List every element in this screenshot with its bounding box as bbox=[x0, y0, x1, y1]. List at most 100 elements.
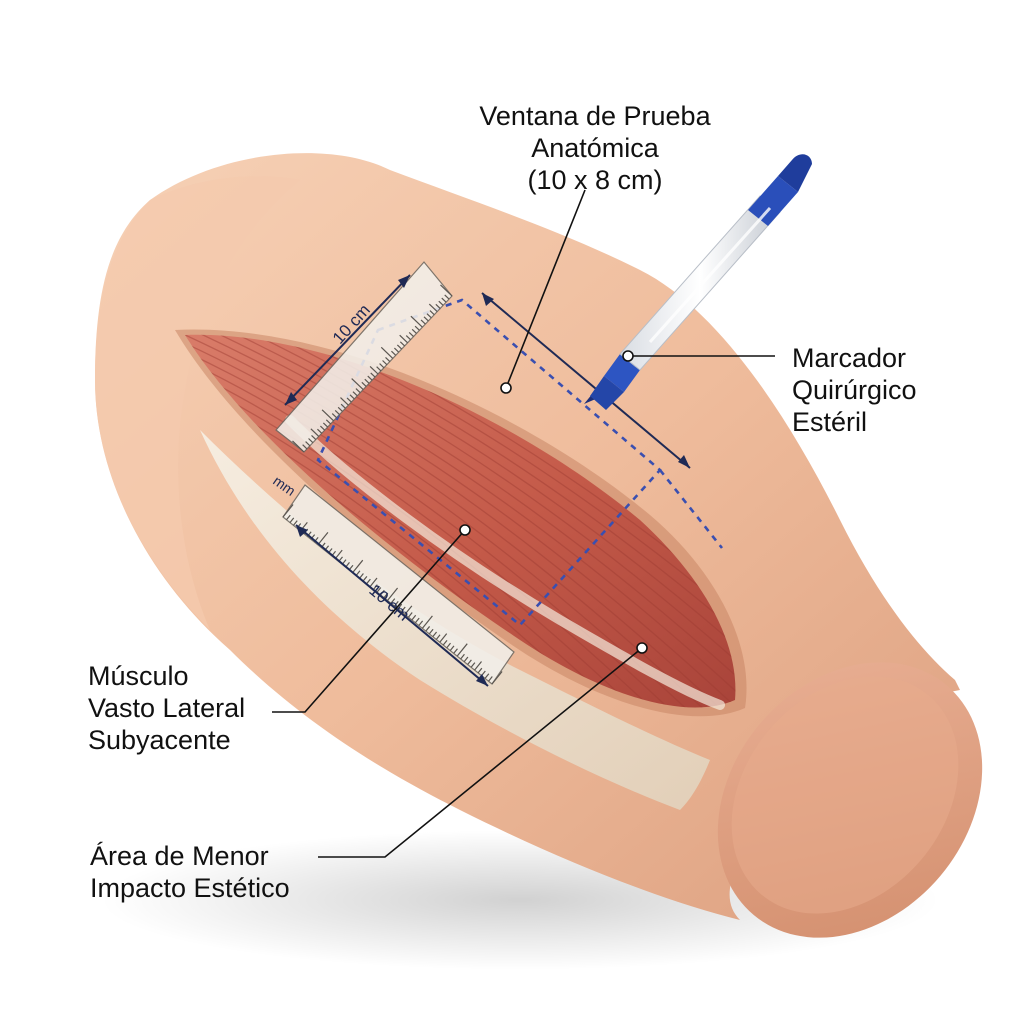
ruler-tick bbox=[446, 642, 451, 649]
ruler-tick bbox=[292, 440, 305, 453]
ruler-tick bbox=[302, 444, 308, 450]
ruler-tick bbox=[423, 316, 429, 322]
leader-dot-muscle bbox=[459, 524, 471, 536]
surgical-marker-pen bbox=[584, 154, 812, 410]
ruler-tick bbox=[408, 331, 414, 337]
ruler-tick bbox=[404, 605, 413, 615]
ruler-tick bbox=[393, 347, 400, 353]
ruler-tick bbox=[463, 656, 469, 663]
ruler-tick bbox=[369, 577, 378, 587]
ruler-tick bbox=[352, 559, 364, 574]
ruler-tick bbox=[474, 661, 482, 671]
label-test-window: Ventana de Prueba Anatómica (10 x 8 cm) bbox=[440, 100, 750, 196]
ruler-tick bbox=[383, 592, 389, 599]
ruler-tick bbox=[364, 378, 370, 384]
ruler-tick bbox=[352, 391, 358, 397]
ruler-tick bbox=[322, 422, 329, 428]
label-area-line-2: Impacto Estético bbox=[90, 873, 290, 903]
muscle-fiber bbox=[185, 334, 633, 708]
muscle-fiber bbox=[185, 334, 724, 708]
ruler-tick bbox=[453, 648, 458, 654]
ruler-tick bbox=[399, 334, 409, 344]
thigh-left-end bbox=[95, 176, 300, 630]
ruler-tick bbox=[334, 549, 343, 560]
ruler-tick bbox=[399, 341, 406, 347]
label-marker-line-1: Marcador bbox=[792, 343, 907, 373]
bottom-dimension-line bbox=[295, 524, 489, 687]
ruler-tick bbox=[370, 372, 376, 378]
ruler-tick bbox=[449, 645, 455, 651]
ruler-tick bbox=[444, 294, 450, 300]
muscle-fiber bbox=[185, 334, 736, 696]
ruler-tick bbox=[393, 601, 399, 607]
ruler-tick bbox=[488, 676, 493, 682]
ruler-tick bbox=[411, 614, 417, 621]
ruler-tick bbox=[380, 346, 394, 359]
thigh-cut-end-highlight bbox=[731, 676, 959, 914]
ruler-tick bbox=[420, 319, 426, 325]
ruler-tick bbox=[491, 671, 503, 685]
ruler-tick bbox=[477, 667, 483, 674]
ruler-tick bbox=[385, 356, 391, 362]
ruler-tick bbox=[390, 598, 396, 604]
label-muscle: Músculo Vasto Lateral Subyacente bbox=[88, 660, 245, 756]
leader-aesthetic-area bbox=[318, 647, 643, 858]
ruler-tick bbox=[340, 403, 346, 409]
ruler-tick bbox=[400, 606, 406, 613]
ruler-tick bbox=[435, 634, 441, 640]
ruler-tick bbox=[359, 573, 364, 579]
ruler-tick bbox=[387, 587, 399, 601]
ruler-tick bbox=[414, 325, 420, 331]
tendon-band bbox=[200, 430, 710, 810]
muscle-fiber bbox=[200, 334, 736, 689]
ruler-tick bbox=[325, 419, 332, 425]
muscle-fiber bbox=[185, 334, 698, 708]
ruler-tick bbox=[421, 615, 433, 629]
window-dimension-arrow-a bbox=[482, 293, 494, 306]
ruler-tick bbox=[367, 375, 373, 381]
label-test-window-line-2: Anatómica bbox=[531, 133, 659, 163]
muscle-fiber bbox=[185, 334, 736, 704]
bottom-ruler bbox=[282, 484, 515, 685]
ruler-tick bbox=[376, 366, 382, 372]
ruler-tick bbox=[428, 628, 434, 635]
label-muscle-line-1: Músculo bbox=[88, 661, 189, 691]
ruler-tick bbox=[439, 633, 448, 643]
ruler-tick bbox=[346, 397, 352, 403]
ruler-tick bbox=[355, 388, 361, 394]
label-muscle-line-3: Subyacente bbox=[88, 725, 231, 755]
label-marker-line-3: Estéril bbox=[792, 407, 868, 437]
label-aesthetic-area: Área de Menor Impacto Estético bbox=[90, 840, 290, 904]
ruler-tick bbox=[376, 587, 382, 593]
label-surgical-marker: Marcador Quirúrgico Estéril bbox=[792, 342, 917, 438]
top-dimension-arrow-b bbox=[285, 392, 297, 405]
ruler-tick bbox=[460, 653, 465, 660]
muscle-fiber bbox=[187, 334, 736, 693]
test-window-extension-line bbox=[658, 469, 724, 549]
ruler-tick bbox=[441, 297, 447, 303]
leader-dot-area bbox=[636, 642, 648, 654]
label-test-window-line-3: (10 x 8 cm) bbox=[527, 165, 663, 195]
top-ruler bbox=[275, 261, 453, 453]
muscle-fiber bbox=[185, 334, 736, 708]
ruler-tick bbox=[317, 428, 323, 434]
muscle-fiber bbox=[185, 334, 672, 708]
ruler-tick bbox=[405, 335, 411, 341]
ruler-tick bbox=[337, 406, 343, 412]
ruler-tick bbox=[467, 659, 472, 665]
ruler-tick bbox=[361, 381, 367, 387]
ruler-tick bbox=[334, 409, 340, 415]
ruler-tick bbox=[435, 303, 441, 309]
muscle-fiber bbox=[185, 334, 646, 708]
leader-dot-marker bbox=[622, 350, 634, 362]
ruler-tick bbox=[484, 673, 490, 679]
tendon-streak bbox=[285, 415, 725, 710]
ruler-tick bbox=[391, 350, 397, 356]
label-muscle-line-2: Vasto Lateral bbox=[88, 693, 246, 723]
ruler-tick bbox=[369, 365, 379, 375]
ruler-tick bbox=[442, 639, 448, 646]
ruler-tick bbox=[379, 363, 385, 369]
ruler-tick bbox=[351, 378, 364, 391]
test-window-outline bbox=[316, 298, 662, 627]
bottom-dimension-arrow-a bbox=[296, 525, 308, 537]
